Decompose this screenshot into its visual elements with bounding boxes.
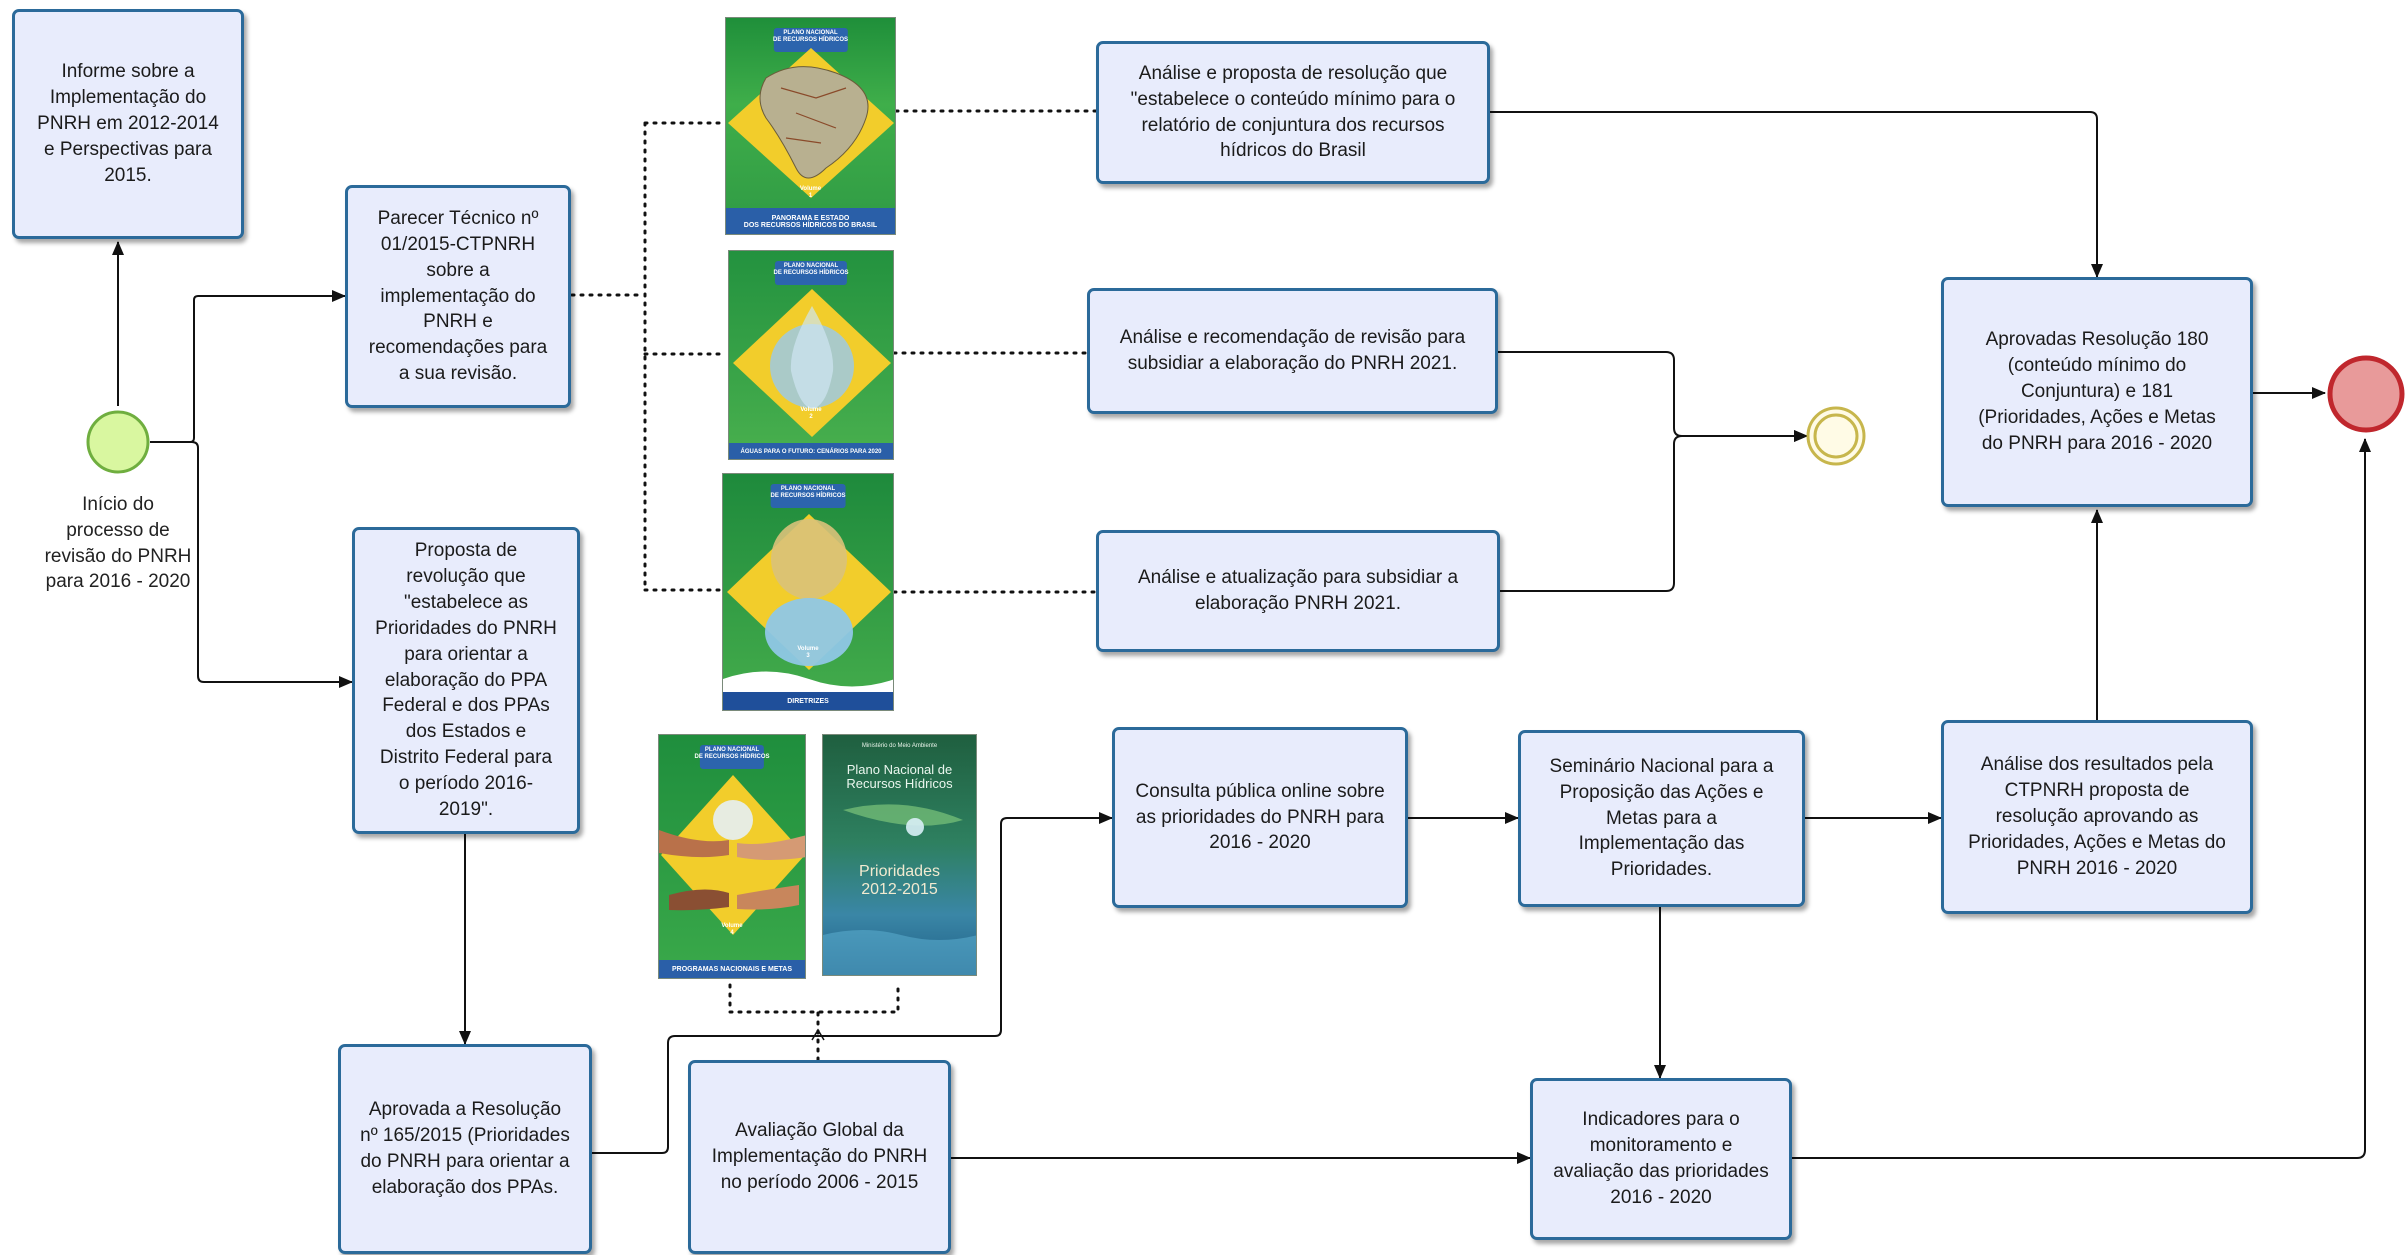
cover-aguas-volume: Volume 2 [800,407,822,420]
assoc-parecer-bracket [570,121,728,592]
hands-illustration [659,775,805,935]
flow-atualizacao-to-intermediate [1500,430,1808,592]
cover-programas-volume: Volume 4 [721,923,743,936]
assoc-avaliacao-to-covers [728,983,900,1062]
flow-indicadores-to-end [1792,438,2371,1159]
cover-diretrizes-title: PLANO NACIONAL DE RECURSOS HÍDRICOS [770,486,846,499]
task-analise-conteudo-minimo-text: Análise e proposta de resolução que "est… [1130,62,1456,162]
cover-programas-volume-4: PLANO NACIONAL DE RECURSOS HÍDRICOS Volu… [658,734,806,979]
flow-analise-conteudo-to-aprovadas [1490,111,2103,278]
task-indicadores[interactable]: Indicadores para o monitoramento e avali… [1530,1078,1792,1240]
cover-prioridades-title: Plano Nacional de Recursos Hídricos [846,762,953,792]
task-analise-atualizacao[interactable]: Análise e atualização para subsidiar a e… [1096,530,1500,652]
cover-panorama-footer: PANORAMA E ESTADO DOS RECURSOS HÍDRICOS … [743,214,878,230]
flow-start-to-proposta [150,441,353,688]
cover-prioridades-2012-2015: Ministério do Meio Ambiente Plano Nacion… [822,734,977,976]
start-event-label: Início do processo de revisão do PNRH pa… [44,494,192,593]
flow-recomendacao-to-intermediate [1498,351,1808,442]
intermediate-event[interactable] [1806,406,1866,466]
sequence-flows [112,111,2371,1164]
cover-panorama-title: PLANO NACIONAL DE RECURSOS HÍDRICOS [772,30,848,43]
task-proposta-revolucao[interactable]: Proposta de revolução que "estabelece as… [352,527,580,834]
task-consulta-publica[interactable]: Consulta pública online sobre as priorid… [1112,727,1408,908]
leaf-droplet-illustration [823,804,976,975]
task-seminario-nacional-text: Seminário Nacional para a Proposição das… [1549,755,1774,881]
water-drop-illustration [733,289,891,437]
task-analise-resultados-text: Análise dos resultados pela CTPNRH propo… [1968,754,2226,879]
cover-aguas-footer-bar [729,443,893,459]
cover-panorama-footer-bar [726,208,895,234]
task-aprovada-165[interactable]: Aprovada a Resolução nº 165/2015 (Priori… [338,1044,592,1254]
flow-start-to-parecer [150,290,346,443]
task-aprovada-165-text: Aprovada a Resolução nº 165/2015 (Priori… [360,1099,570,1198]
cover-diretrizes-footer: DIRETRIZES [787,698,829,706]
associations [570,109,1099,1062]
cover-programas-footer: PROGRAMAS NACIONAIS E METAS [671,966,793,974]
task-seminario-nacional[interactable]: Seminário Nacional para a Proposição das… [1518,730,1805,907]
cover-diretrizes-volume-3: PLANO NACIONAL DE RECURSOS HÍDRICOS Volu… [722,473,894,711]
task-proposta-revolucao-text: Proposta de revolução que "estabelece as… [375,540,557,820]
task-analise-conteudo-minimo[interactable]: Análise e proposta de resolução que "est… [1096,41,1490,184]
cover-aguas-footer: ÁGUAS PARA O FUTURO: CENÁRIOS PARA 2020 [740,449,882,456]
task-consulta-publica-text: Consulta pública online sobre as priorid… [1135,780,1385,854]
end-event[interactable] [2327,355,2405,433]
task-avaliacao-global[interactable]: Avaliação Global da Implementação do PNR… [688,1060,951,1254]
task-parecer-tecnico[interactable]: Parecer Técnico nº 01/2015-CTPNRH sobre … [345,185,571,408]
task-avaliacao-global-text: Avaliação Global da Implementação do PNR… [711,1120,928,1193]
brazil-map-illustration [728,48,894,198]
task-aprovadas-180-181[interactable]: Aprovadas Resolução 180 (conteúdo mínimo… [1941,277,2253,507]
cover-panorama-volume-1: PLANO NACIONAL DE RECURSOS HÍDRICOS Volu… [725,17,896,235]
task-analise-recomendacao-text: Análise e recomendação de revisão para s… [1119,327,1466,374]
cover-programas-title: PLANO NACIONAL DE RECURSOS HÍDRICOS [694,747,770,760]
association-open-arrow [811,1028,825,1041]
task-informe[interactable]: Informe sobre a Implementação do PNRH em… [12,9,244,239]
cover-aguas-title: PLANO NACIONAL DE RECURSOS HÍDRICOS [773,263,849,276]
task-parecer-tecnico-text: Parecer Técnico nº 01/2015-CTPNRH sobre … [368,208,548,385]
cover-diretrizes-volume: Volume 3 [797,646,819,659]
cover-prioridades-subtitle: Prioridades 2012-2015 [859,863,940,898]
task-indicadores-text: Indicadores para o monitoramento e avali… [1553,1109,1769,1208]
task-aprovadas-180-181-text: Aprovadas Resolução 180 (conteúdo mínimo… [1978,329,2216,454]
flow-aprovada165-to-consulta [592,812,1113,1154]
cover-panorama-header [773,28,848,52]
task-analise-recomendacao[interactable]: Análise e recomendação de revisão para s… [1087,288,1498,414]
cover-aguas-volume-2: PLANO NACIONAL DE RECURSOS HÍDRICOS Volu… [728,250,894,460]
hourglass-drop-illustration [723,514,893,710]
start-event[interactable] [86,410,150,474]
cover-programas-header [699,745,765,769]
cover-programas-footer-bar [659,960,805,978]
cover-prioridades-publisher: Ministério do Meio Ambiente [861,743,938,749]
task-analise-resultados[interactable]: Análise dos resultados pela CTPNRH propo… [1941,720,2253,914]
cover-aguas-header [774,261,848,285]
cover-diretrizes-header [770,484,846,508]
task-informe-text: Informe sobre a Implementação do PNRH em… [37,61,219,186]
cover-diretrizes-footer-bar [723,692,893,710]
cover-panorama-volume: Volume 1 [799,186,822,199]
task-analise-atualizacao-text: Análise e atualização para subsidiar a e… [1137,567,1459,614]
